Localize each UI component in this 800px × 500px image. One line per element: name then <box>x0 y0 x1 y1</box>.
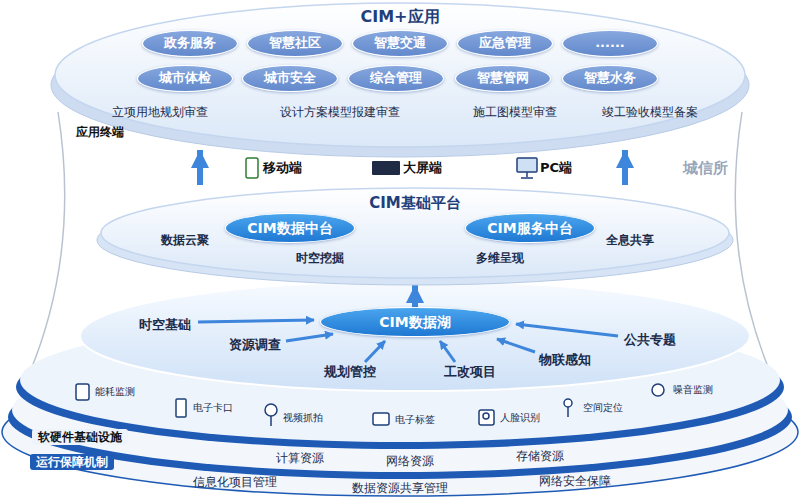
module-pill: CIM数据湖 <box>320 307 510 337</box>
module-label: 城市体检 <box>159 68 211 88</box>
location-icon <box>564 399 572 407</box>
module-pill: 智慧水务 <box>562 65 658 92</box>
feed-arrow <box>440 341 455 362</box>
caption-text: 物联感知 <box>539 352 591 368</box>
module-pill: 政务服务 <box>142 30 238 57</box>
caption-text: 全息共享 <box>606 233 654 247</box>
pc-icon <box>517 158 537 172</box>
module-label: 综合管理 <box>370 68 422 88</box>
module-pill: 智慧社区 <box>247 30 343 57</box>
camera-pole <box>270 416 272 426</box>
module-label: 城市安全 <box>264 68 316 88</box>
caption-text: 设计方案模型报建审查 <box>280 105 400 119</box>
caption-text: 施工图模型审查 <box>473 105 557 119</box>
module-label: 智慧交通 <box>374 33 426 53</box>
feed-arrow <box>198 320 314 322</box>
pc-stand <box>521 172 533 178</box>
meter-icon <box>76 384 89 400</box>
module-pill: 城市体检 <box>137 65 233 92</box>
module-label: 智慧水务 <box>584 68 636 88</box>
caption-text: 多维呈现 <box>476 251 524 265</box>
caption-text: 公共专题 <box>624 332 676 348</box>
caption-text: 移动端 <box>263 160 302 176</box>
caption-text: 网络安全保障 <box>539 474 611 488</box>
module-label: CIM服务中台 <box>487 218 572 238</box>
caption-text: 立项用地规划审查 <box>112 105 208 119</box>
feed-arrow <box>497 339 535 352</box>
module-label: 政务服务 <box>164 33 216 53</box>
caption-text: 电子标签 <box>395 414 435 426</box>
caption-text: 空间定位 <box>583 402 623 414</box>
module-pill: 应急管理 <box>457 30 553 57</box>
feed-arrow <box>286 334 333 341</box>
caption-text: 运行保障机制 <box>30 454 114 470</box>
caption-text: 信息化项目管理 <box>193 475 277 489</box>
caption-text: 时空挖掘 <box>296 251 344 265</box>
caption-text: PC端 <box>540 160 572 176</box>
caption-text: 噪音监测 <box>673 384 713 396</box>
tag-icon <box>373 413 389 425</box>
module-pill: ...... <box>562 30 658 57</box>
lake-disk <box>80 281 750 391</box>
platform-title: CIM基础平台 <box>95 193 735 213</box>
cylinder-side <box>30 112 65 372</box>
caption-text: 数据资源共享管理 <box>352 481 448 495</box>
face-dot <box>483 413 489 419</box>
feed-arrow <box>516 324 618 336</box>
caption-text: 应用终端 <box>76 125 124 139</box>
module-pill: CIM数据中台 <box>225 213 355 243</box>
caption-text: 视频抓拍 <box>283 412 323 424</box>
caption-text: 竣工验收模型备案 <box>602 105 698 119</box>
caption-text: 规划管控 <box>324 364 376 380</box>
caption-text: 大屏端 <box>403 160 442 176</box>
device-icons <box>76 384 664 426</box>
module-pill: 智慧管网 <box>455 65 551 92</box>
caption-text: 电子卡口 <box>193 402 233 414</box>
face-icon <box>479 410 494 425</box>
caption-text: 资源调查 <box>229 337 281 353</box>
flow-arrow <box>197 150 203 185</box>
location-pole <box>567 407 569 417</box>
flow-arrow <box>622 150 628 185</box>
caption-text: 能耗监测 <box>95 386 135 398</box>
watermark: 城信所 <box>683 159 728 177</box>
caption-text: 人脸识别 <box>500 412 540 424</box>
caption-text: 时空基础 <box>139 317 191 333</box>
caption-text: 数据云聚 <box>161 233 209 247</box>
module-pill: 城市安全 <box>242 65 338 92</box>
module-pill: 综合管理 <box>348 65 444 92</box>
module-pill: 智慧交通 <box>352 30 448 57</box>
caption-text: 计算资源 <box>276 451 324 465</box>
module-label: CIM数据中台 <box>247 218 332 238</box>
module-label: CIM数据湖 <box>379 312 450 332</box>
caption-text: 软硬件基础设施 <box>32 429 128 445</box>
flow-arrow <box>412 285 418 307</box>
module-label: ...... <box>595 33 625 53</box>
camera-icon <box>265 404 277 416</box>
module-label: 智慧管网 <box>477 68 529 88</box>
platform-title: CIM+应用 <box>50 7 750 27</box>
screen-icon <box>372 161 400 175</box>
caption-text: 存储资源 <box>516 449 564 463</box>
module-pill: CIM服务中台 <box>465 213 595 243</box>
mobile-icon <box>246 158 258 178</box>
feed-arrow <box>365 341 385 362</box>
module-label: 应急管理 <box>479 33 531 53</box>
caption-text: 工改项目 <box>444 364 496 380</box>
platform-disk: CIM+应用政务服务 智慧社区 智慧交通 应急管理...... 城市体检 城市安全 综合管理… <box>50 0 750 150</box>
module-label: 智慧社区 <box>269 33 321 53</box>
noise-icon <box>652 384 664 396</box>
gate-icon <box>176 399 186 417</box>
caption-text: 网络资源 <box>386 454 434 468</box>
